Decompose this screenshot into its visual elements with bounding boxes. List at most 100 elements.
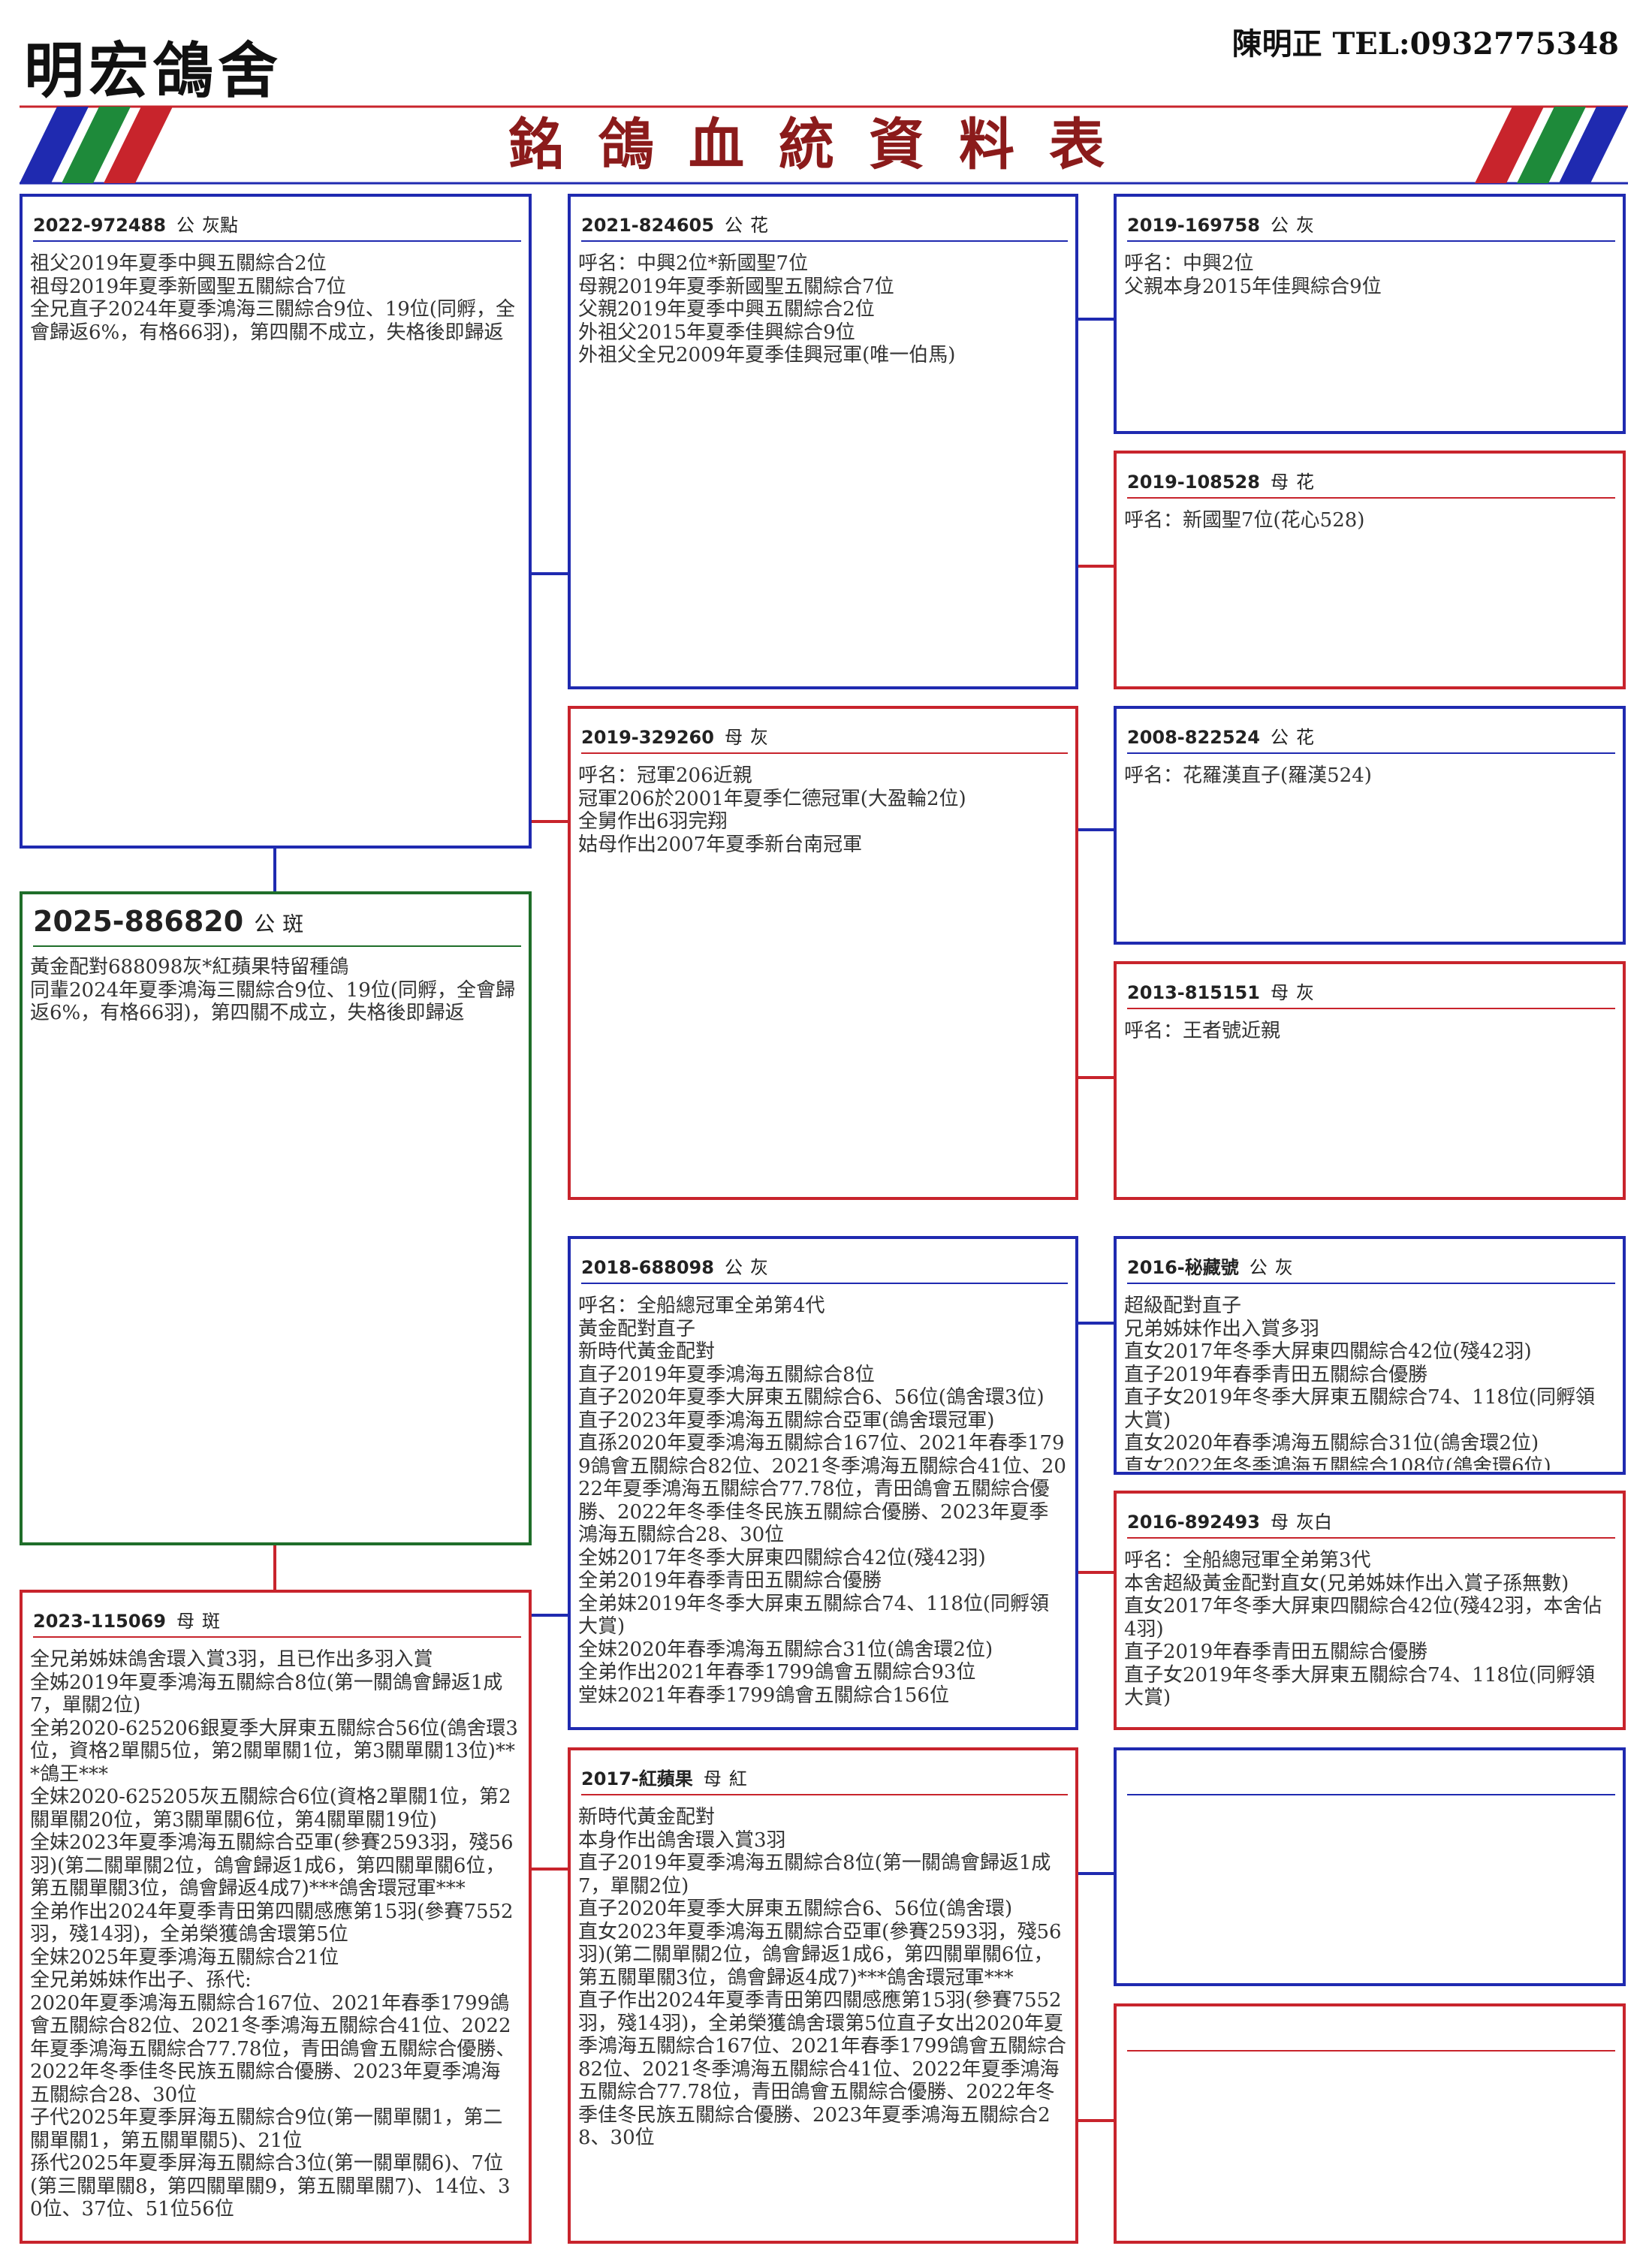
header-divider <box>33 945 521 947</box>
header-divider <box>1127 1794 1615 1795</box>
owner-contact: 陳明正 TEL:0932775348 <box>1231 26 1619 62</box>
card-header: 2019-169758 公灰 <box>1127 210 1615 237</box>
sex-label: 母 <box>1270 472 1289 493</box>
connector-sire-sd <box>530 820 568 823</box>
card-header: 2018-688098 公灰 <box>581 1253 1068 1280</box>
pedigree-card-sds: 2008-822524 公花 呼名：花羅漢直子(羅漢524) <box>1114 706 1626 945</box>
card-header: 2008-822524 公花 <box>1127 722 1615 749</box>
header-divider <box>33 1636 521 1638</box>
ring-number: 2008-822524 <box>1127 727 1260 748</box>
pedigree-card-subject: 2025-886820 公斑 黃金配對688098灰*紅蘋果特留種鴿 同輩2024… <box>20 891 532 1545</box>
header-divider <box>33 240 521 242</box>
sex-label: 公 <box>724 215 743 236</box>
header-divider <box>581 1283 1068 1284</box>
document-title: 銘鴿血統資料表 <box>508 113 1139 177</box>
pedigree-card-dam: 2023-115069 母斑 全兄弟姊妹鴿舍環入賞3羽，且已作出多羽入賞 全姊20… <box>20 1590 532 2244</box>
pedigree-notes: 呼名：中興2位 父親本身2015年佳興綜合9位 <box>1124 252 1382 298</box>
pedigree-notes: 呼名：花羅漢直子(羅漢524) <box>1124 764 1372 787</box>
ring-number: 2019-329260 <box>581 727 714 748</box>
ring-number: 2016-892493 <box>1127 1512 1260 1533</box>
pedigree-notes: 呼名：中興2位*新國聖7位 母親2019年夏季新國聖五關綜合7位 父親2019年… <box>578 252 956 366</box>
header-divider <box>581 752 1068 754</box>
card-header: 2025-886820 公斑 <box>33 905 521 941</box>
sex-label: 母 <box>724 727 743 748</box>
pedigree-notes: 呼名：冠軍206近親 冠軍206於2001年夏季仁德冠軍(大盈輪2位) 全舅作出… <box>578 764 966 856</box>
color-label: 斑 <box>282 912 304 936</box>
sex-label: 母 <box>1270 1512 1289 1533</box>
color-label: 花 <box>1295 727 1314 748</box>
pedigree-notes: 呼名：王者號近親 <box>1124 1020 1281 1042</box>
header-divider <box>581 1794 1068 1795</box>
connector-dam-dd <box>530 1868 568 1871</box>
card-header: 2016-892493 母灰白 <box>1127 1507 1615 1534</box>
color-label: 紅 <box>728 1768 747 1789</box>
color-label: 花 <box>749 215 768 236</box>
connector-subject-dam <box>273 1543 276 1590</box>
ring-number: 2013-815151 <box>1127 982 1260 1003</box>
connector-sire-ss <box>530 572 568 575</box>
color-label: 灰 <box>1295 215 1314 236</box>
title-banner: 銘鴿血統資料表 <box>20 105 1628 185</box>
header-divider <box>581 240 1068 242</box>
header-divider <box>1127 752 1615 754</box>
right-stripes <box>1475 107 1628 183</box>
pedigree-notes: 呼名：新國聖7位(花心528) <box>1124 509 1365 532</box>
color-label: 灰 <box>749 727 768 748</box>
header-divider <box>1127 1283 1615 1284</box>
ring-number: 2023-115069 <box>33 1611 166 1632</box>
sex-label: 母 <box>703 1768 722 1789</box>
color-label: 斑 <box>201 1611 220 1632</box>
pedigree-notes: 黃金配對688098灰*紅蘋果特留種鴿 同輩2024年夏季鴻海三關綜合9位、19… <box>30 956 515 1024</box>
pedigree-notes: 超級配對直子 兄弟姊妹作出入賞多羽 直女2017年冬季大屏東四關綜合42位(殘4… <box>1124 1295 1596 1470</box>
pedigree-card-dam-sire: 2018-688098 公灰 呼名：全船總冠軍全弟第4代 黃金配對直子 新時代黃金… <box>568 1236 1078 1730</box>
pedigree-notes: 全兄弟姊妹鴿舍環入賞3羽，且已作出多羽入賞 全姊2019年夏季鴻海五關綜合8位(… <box>30 1648 518 2220</box>
connector-sd-sds <box>1076 828 1114 831</box>
pedigree-notes: 祖父2019年夏季中興五關綜合2位 祖母2019年夏季新國聖五關綜合7位 全兄直… <box>30 252 515 344</box>
card-header: 2016-秘藏號公灰 <box>1127 1253 1615 1280</box>
header-divider <box>1127 1537 1615 1539</box>
left-stripes <box>20 107 173 183</box>
ring-number: 2022-972488 <box>33 215 166 236</box>
card-header: 2019-329260 母灰 <box>581 722 1068 749</box>
ring-number: 2018-688098 <box>581 1257 714 1278</box>
header-divider <box>1127 240 1615 242</box>
pedigree-card-dam-dam: 2017-紅蘋果母紅 新時代黃金配對 本身作出鴿舍環入賞3羽 直子2019年夏季… <box>568 1747 1078 2244</box>
color-label: 灰點 <box>201 215 238 236</box>
card-header: 2017-紅蘋果母紅 <box>581 1764 1068 1791</box>
header-divider <box>1127 2050 1615 2052</box>
connector-sire-subject <box>273 846 276 891</box>
connector-sd-sdd <box>1076 1076 1114 1079</box>
color-label: 灰白 <box>1295 1512 1332 1533</box>
sex-label: 公 <box>1249 1257 1268 1278</box>
sex-label: 公 <box>1270 215 1289 236</box>
connector-ds-dsd <box>1076 1571 1114 1574</box>
pedigree-card-ddd-empty <box>1114 2003 1626 2244</box>
card-header <box>1127 2020 1615 2047</box>
connector-dd-dds <box>1076 1872 1114 1875</box>
color-label: 灰 <box>749 1257 768 1278</box>
connector-dam-ds <box>530 1614 568 1617</box>
sex-label: 公 <box>254 912 276 936</box>
pedigree-notes: 呼名：全船總冠軍全弟第4代 黃金配對直子 新時代黃金配對 直子2019年夏季鴻海… <box>578 1295 1066 1707</box>
ring-number: 2019-108528 <box>1127 472 1260 493</box>
ring-number: 2019-169758 <box>1127 215 1260 236</box>
pedigree-card-dds-empty <box>1114 1747 1626 1986</box>
ring-number: 2025-886820 <box>33 905 244 938</box>
loft-name: 明宏鴿舍 <box>24 36 282 106</box>
ring-number: 2016-秘藏號 <box>1127 1257 1239 1278</box>
ring-number: 2017-紅蘋果 <box>581 1768 693 1789</box>
pedigree-notes <box>1124 2062 1614 2239</box>
sex-label: 母 <box>176 1611 194 1632</box>
pedigree-card-sss: 2019-169758 公灰 呼名：中興2位 父親本身2015年佳興綜合9位 <box>1114 194 1626 434</box>
sex-label: 公 <box>1270 727 1289 748</box>
connector-ds-dss <box>1076 1322 1114 1325</box>
pedigree-card-dss: 2016-秘藏號公灰 超級配對直子 兄弟姊妹作出入賞多羽 直女2017年冬季大屏… <box>1114 1236 1626 1475</box>
sex-label: 公 <box>724 1257 743 1278</box>
pedigree-card-sire-dam: 2019-329260 母灰 呼名：冠軍206近親 冠軍206於2001年夏季仁德… <box>568 706 1078 1200</box>
color-label: 灰 <box>1295 982 1314 1003</box>
